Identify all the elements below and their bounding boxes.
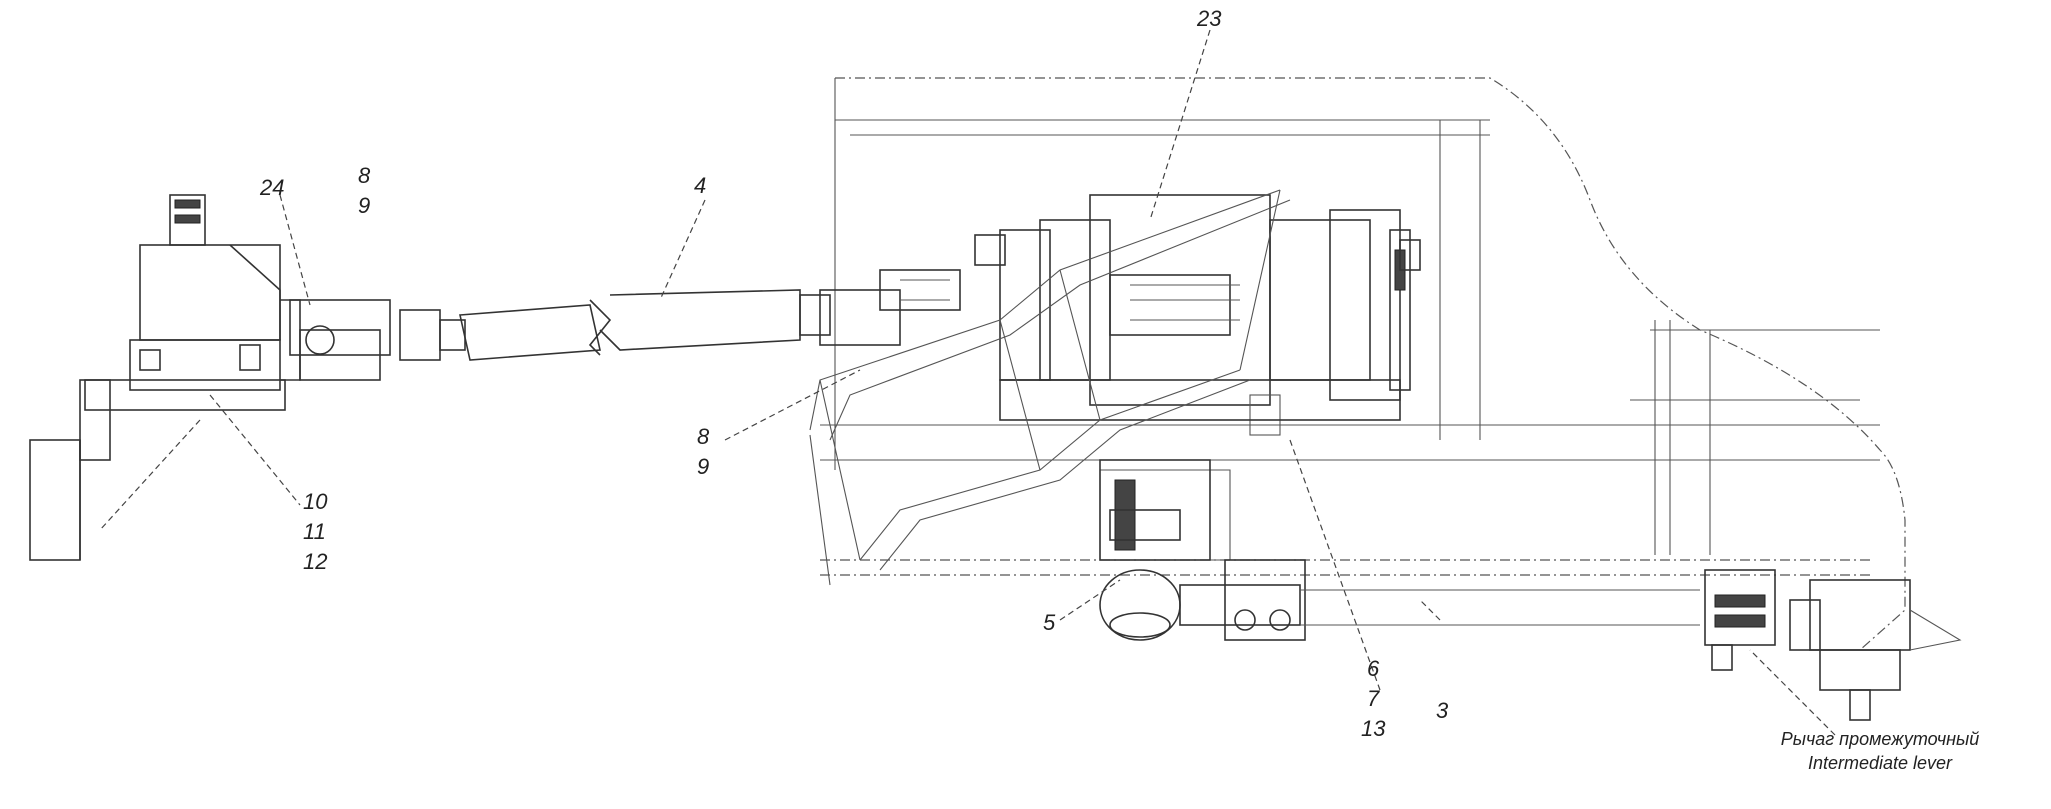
callout-13: 13 [1361,716,1386,741]
callout-9-bottom: 9 [697,454,710,479]
callout-23: 23 [1197,6,1222,31]
callout-8-top: 8 [358,163,371,188]
shaft-4 [459,269,961,361]
callout-6: 6 [1367,656,1380,681]
gearbox-housing [974,194,1421,436]
callout-9-top: 9 [358,193,371,218]
pipe-3 [1179,559,1700,641]
callout-4: 4 [694,173,707,198]
frame-rails [820,320,1880,576]
intermediate-lever [1704,569,1962,721]
note-en: Intermediate lever [1807,753,1953,773]
callout-12: 12 [303,549,328,574]
universal-joint [289,299,466,381]
callout-10: 10 [303,489,328,514]
valve-block [1099,459,1211,641]
leader-lines [99,29,1836,736]
callout-8-bottom: 8 [697,424,710,449]
bracket [29,439,81,561]
callout-3: 3 [1436,698,1449,723]
callout-11: 11 [303,519,326,544]
callout-7: 7 [1367,686,1380,711]
valve-24 [79,194,301,461]
callout-24: 24 [260,175,285,200]
note-ru: Рычаг промежуточный [1780,729,1980,749]
callout-5: 5 [1043,610,1056,635]
